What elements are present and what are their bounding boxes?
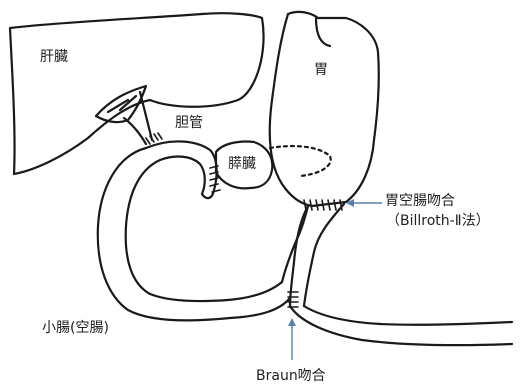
cystic-duct: [108, 96, 136, 112]
gastrojejunostomy-label: 胃空腸吻合: [385, 193, 455, 209]
stomach-label: 胃: [314, 62, 328, 78]
duodenal-segment: [146, 141, 217, 198]
stomach-outline: [270, 12, 379, 206]
jejunal-limb-up-left: [282, 206, 308, 282]
small-intestine-label: 小腸(空腸): [42, 320, 109, 336]
stitches-bile-duct: [146, 133, 162, 144]
liver-label: 肝臓: [40, 49, 68, 65]
pancreas-tail: [270, 146, 331, 176]
efferent-limb-right: [304, 204, 344, 306]
billroth-label: （Billroth-Ⅱ法）: [386, 213, 490, 229]
liver-outline: [10, 13, 264, 174]
distal-jejunum-upper: [304, 306, 512, 325]
braun-arrow-head: [288, 318, 296, 326]
pancreas-label: 膵臓: [228, 156, 256, 172]
bile-duct-label: 胆管: [175, 115, 203, 131]
stomach-fundus-line: [316, 18, 330, 46]
braun-label: Braun吻合: [256, 368, 326, 384]
